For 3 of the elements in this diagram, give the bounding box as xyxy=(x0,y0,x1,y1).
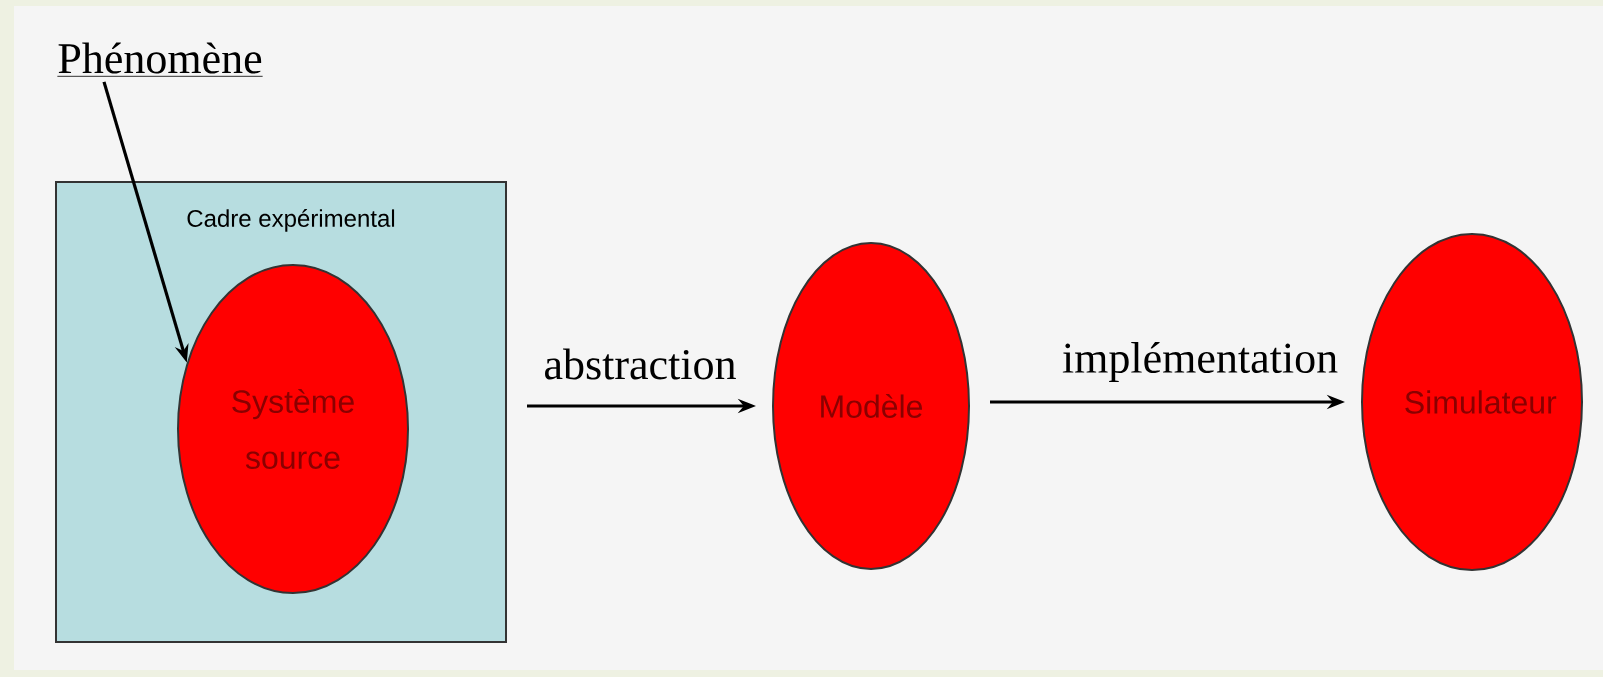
phenomenon-label: Phénomène xyxy=(56,42,264,77)
edge-label: abstraction xyxy=(541,346,739,382)
edge-label: implémentation xyxy=(1059,340,1341,384)
